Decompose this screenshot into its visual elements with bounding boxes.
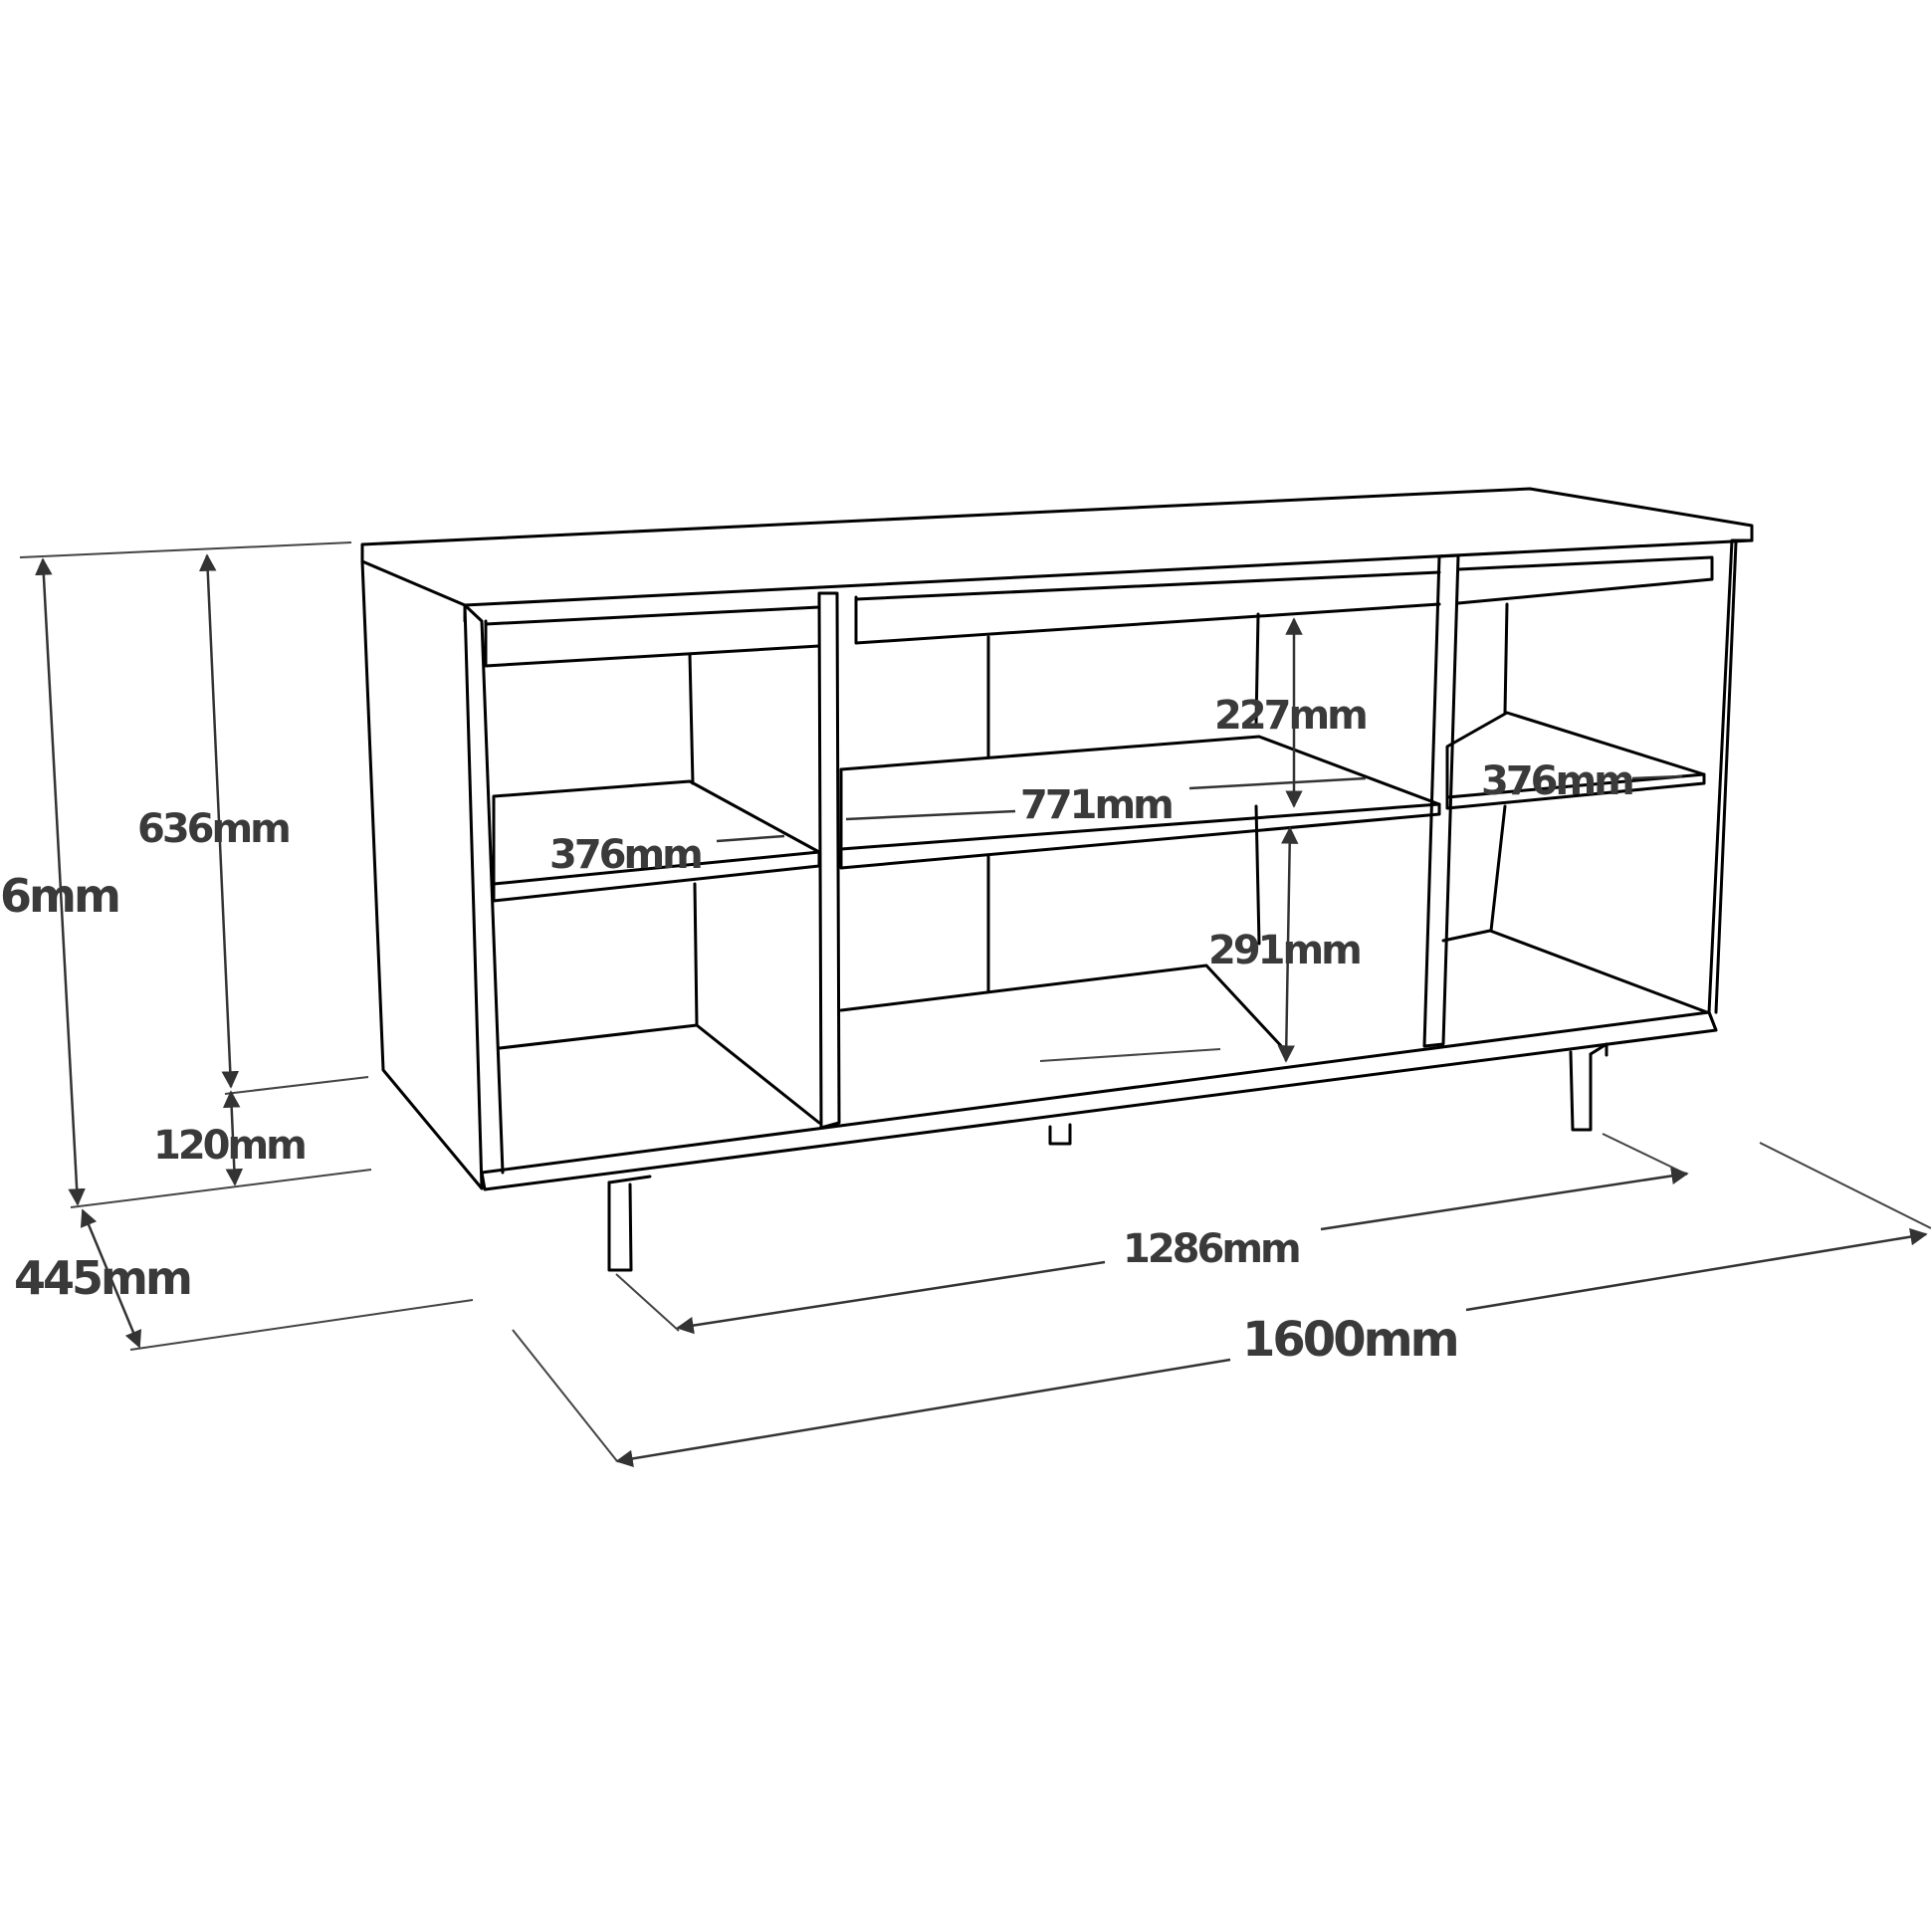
- bottom-panel: [480, 1010, 1718, 1191]
- leg-span-label: 1286mm: [1123, 1226, 1299, 1272]
- leg-height-label: 120mm: [153, 1123, 305, 1169]
- dimension-labels: 756mm 636mm 120mm 445mm 227mm 291mm 376m…: [0, 693, 1635, 1368]
- dimension-lines: [19, 541, 1931, 1468]
- right-side-panel: [1707, 538, 1754, 1032]
- top-shelf-height-label: 227mm: [1214, 693, 1366, 739]
- total-width-label: 1600mm: [1242, 1312, 1457, 1368]
- leg-front-left: [607, 1181, 633, 1272]
- leg-back-left: [1048, 1123, 1072, 1146]
- bottom-shelf-height-label: 291mm: [1208, 928, 1360, 973]
- top-panel: [360, 487, 1754, 607]
- left-shelf-width-label: 376mm: [549, 832, 701, 878]
- cabinet: [360, 487, 1754, 1272]
- middle-shelf: [839, 735, 1441, 870]
- leg-front-right: [1569, 1050, 1593, 1132]
- depth-label: 445mm: [14, 1251, 190, 1305]
- right-divider: [1422, 553, 1460, 1048]
- left-divider: [817, 591, 841, 1130]
- right-shelf-width-label: 376mm: [1481, 758, 1632, 804]
- total-height-label: 756mm: [0, 869, 118, 923]
- middle-shelf-width-label: 771mm: [1020, 782, 1172, 828]
- left-side-panel: [360, 559, 484, 1190]
- body-height-label: 636mm: [137, 806, 289, 852]
